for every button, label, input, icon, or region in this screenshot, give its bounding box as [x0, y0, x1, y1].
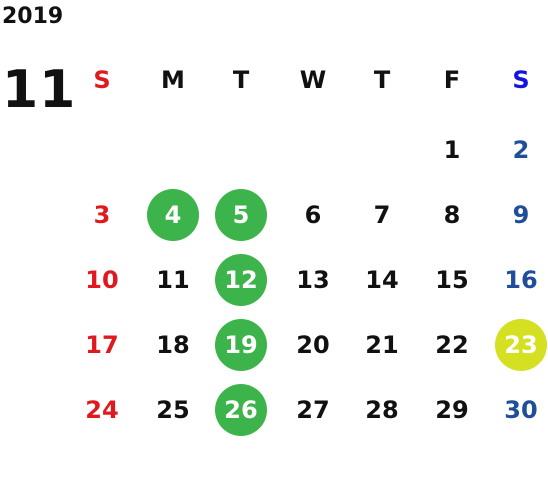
day-cell-14[interactable]: 14 [365, 266, 399, 294]
day-cell-13[interactable]: 13 [296, 266, 330, 294]
day-cell-10[interactable]: 10 [85, 266, 119, 294]
day-cell-4[interactable]: 4 [147, 189, 199, 241]
day-cell-16[interactable]: 16 [504, 266, 538, 294]
day-cell-6[interactable]: 6 [304, 201, 322, 229]
day-cell-26[interactable]: 26 [215, 384, 267, 436]
day-cell-18[interactable]: 18 [156, 331, 190, 359]
weekday-header-monday: M [161, 66, 185, 94]
year-label: 2019 [2, 4, 64, 29]
day-cell-1[interactable]: 1 [443, 136, 461, 164]
weekday-header-saturday: S [512, 66, 530, 94]
day-cell-2[interactable]: 2 [512, 136, 530, 164]
day-cell-29[interactable]: 29 [435, 396, 469, 424]
day-cell-27[interactable]: 27 [296, 396, 330, 424]
day-cell-28[interactable]: 28 [365, 396, 399, 424]
day-cell-30[interactable]: 30 [504, 396, 538, 424]
day-cell-7[interactable]: 7 [373, 201, 391, 229]
day-cell-9[interactable]: 9 [512, 201, 530, 229]
day-cell-24[interactable]: 24 [85, 396, 119, 424]
day-cell-11[interactable]: 11 [156, 266, 190, 294]
weekday-header-sunday: S [93, 66, 111, 94]
day-cell-19[interactable]: 19 [215, 319, 267, 371]
weekday-header-wednesday: W [299, 66, 327, 94]
day-cell-15[interactable]: 15 [435, 266, 469, 294]
day-cell-22[interactable]: 22 [435, 331, 469, 359]
day-cell-23[interactable]: 23 [495, 319, 547, 371]
day-cell-5[interactable]: 5 [215, 189, 267, 241]
weekday-header-friday: F [443, 66, 461, 94]
day-cell-20[interactable]: 20 [296, 331, 330, 359]
day-cell-21[interactable]: 21 [365, 331, 399, 359]
day-cell-3[interactable]: 3 [93, 201, 111, 229]
day-cell-17[interactable]: 17 [85, 331, 119, 359]
weekday-header-thursday: T [373, 66, 391, 94]
weekday-header-tuesday: T [232, 66, 250, 94]
day-cell-12[interactable]: 12 [215, 254, 267, 306]
day-cell-25[interactable]: 25 [156, 396, 190, 424]
day-cell-8[interactable]: 8 [443, 201, 461, 229]
month-number: 11 [2, 60, 77, 120]
